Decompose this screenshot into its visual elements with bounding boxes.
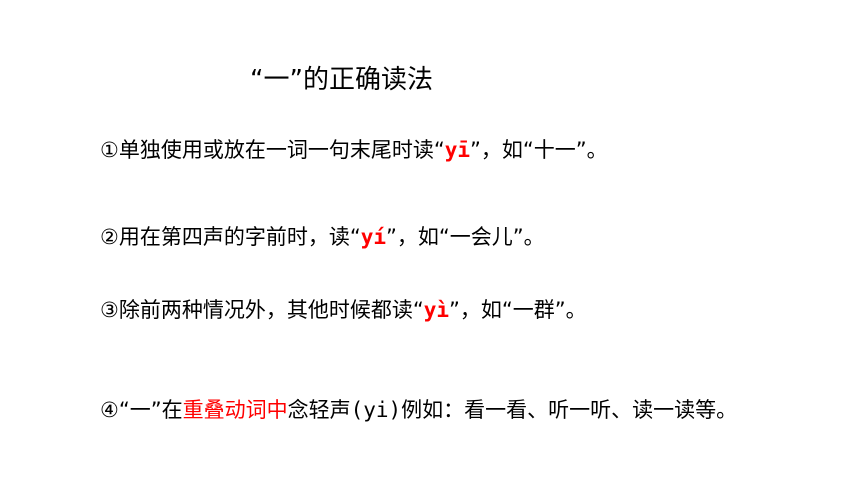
rule-text: 例如：看一看、听一听、读一读等。	[401, 398, 738, 422]
highlight-text: 重叠动词中	[182, 398, 288, 422]
rule-text: ”，如“一会儿”。	[386, 225, 545, 249]
rule-text: ”，如“一群”。	[449, 298, 587, 322]
rule-item-2: ②用在第四声的字前时，读“yí”，如“一会儿”。	[100, 222, 545, 252]
pinyin-yi-fourth-tone: yì	[423, 298, 450, 322]
pinyin-yi-neutral-tone: (yi)	[350, 398, 402, 422]
rule-text: ③除前两种情况外，其他时候都读“	[100, 298, 424, 322]
rule-item-4: ④“一”在重叠动词中念轻声(yi)例如：看一看、听一听、读一读等。	[100, 395, 820, 426]
rule-text: ②用在第四声的字前时，读“	[100, 225, 361, 249]
rule-text: ”，如“十一”。	[470, 138, 608, 162]
rule-text: ①单独使用或放在一词一句末尾时读“	[100, 138, 445, 162]
rule-text: 念轻声	[287, 398, 351, 422]
pinyin-yi-first-tone: yī	[444, 138, 471, 162]
slide-title: “一”的正确读法	[250, 65, 433, 95]
rule-text: ④“一”在	[100, 398, 183, 422]
pinyin-yi-second-tone: yí	[360, 225, 387, 249]
rule-item-3: ③除前两种情况外，其他时候都读“yì”，如“一群”。	[100, 295, 587, 325]
rule-item-1: ①单独使用或放在一词一句末尾时读“yī”，如“十一”。	[100, 135, 608, 165]
